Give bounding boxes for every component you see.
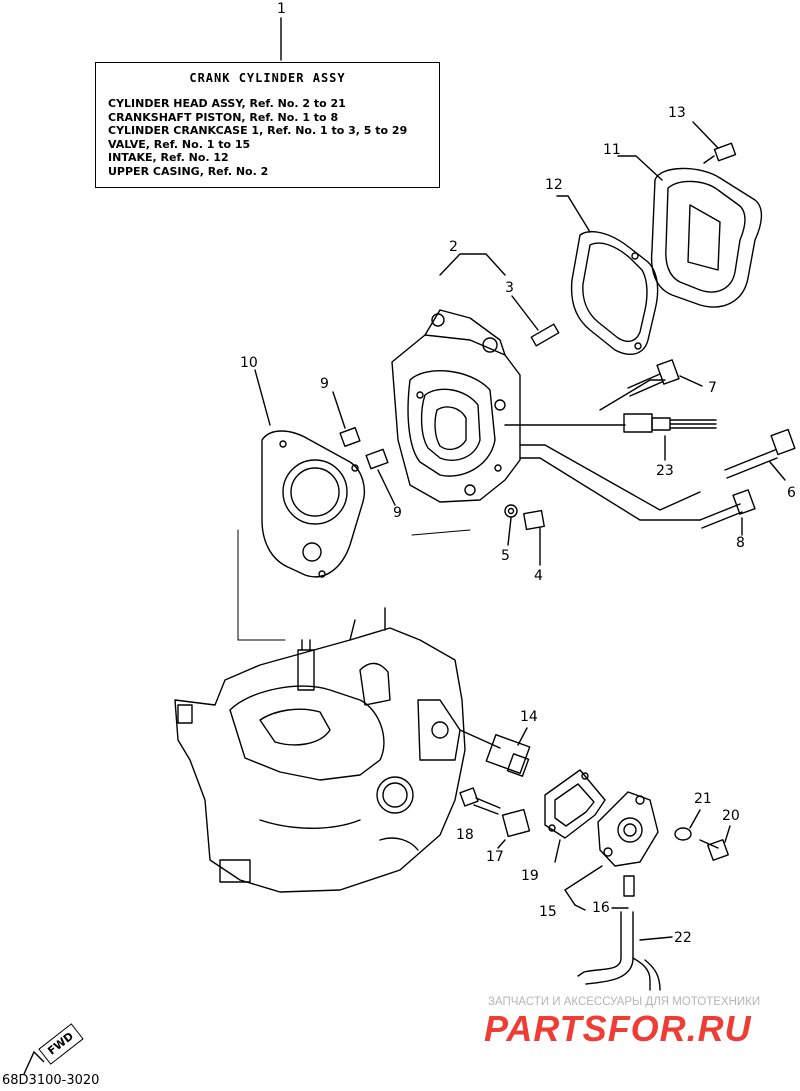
leader-2 xyxy=(439,253,506,276)
assembly-line: CYLINDER HEAD ASSY, Ref. No. 2 to 21 xyxy=(108,97,346,110)
assembly-title: CRANK CYLINDER ASSY xyxy=(189,71,346,85)
assembly-line: CRANKSHAFT PISTON, Ref. No. 1 to 8 xyxy=(108,110,339,124)
callout-14: 14 xyxy=(520,709,538,725)
callout-19: 19 xyxy=(521,868,539,884)
diagram-code: 68D3100-3020 xyxy=(2,1073,100,1088)
callout-9-lower: 9 xyxy=(393,505,402,521)
callout-8: 8 xyxy=(736,535,745,551)
part-11-cover xyxy=(617,155,763,308)
callout-21: 21 xyxy=(694,791,712,807)
part-19-gasket xyxy=(544,769,606,863)
callout-22: 22 xyxy=(674,930,692,946)
part-9-dowel-upper xyxy=(332,391,361,448)
part-2-cylinder-head xyxy=(391,309,521,503)
part-15-pump-body xyxy=(564,791,659,911)
callout-16: 16 xyxy=(592,900,610,916)
part-16-fitting xyxy=(611,875,635,909)
assembly-line: UPPER CASING, Ref. No. 2 xyxy=(108,164,269,178)
callout-20: 20 xyxy=(722,808,740,824)
part-23-spark-plug xyxy=(504,413,717,461)
watermark-tagline: ЗАПЧАСТИ И АКСЕССУАРЫ ДЛЯ МОТОТЕХНИКИ xyxy=(488,996,761,1008)
part-3-dowel xyxy=(530,323,560,347)
callout-13: 13 xyxy=(668,105,686,121)
callout-7: 7 xyxy=(708,380,717,396)
assembly-line: CYLINDER CRANKCASE 1, Ref. No. 1 to 3, 5… xyxy=(108,124,408,138)
part-8-bolt xyxy=(519,457,756,536)
part-7-bolt xyxy=(599,359,703,411)
part-18-bolt xyxy=(459,787,501,815)
callout-6: 6 xyxy=(787,485,796,501)
callout-15: 15 xyxy=(539,904,557,920)
crankcase-block xyxy=(174,607,466,893)
callout-1: 1 xyxy=(277,1,286,17)
part-14-valve xyxy=(459,727,531,777)
assembly-line: INTAKE, Ref. No. 12 xyxy=(108,151,229,165)
part-13-bolt xyxy=(692,121,737,164)
part-5-washer xyxy=(504,504,518,546)
callout-23: 23 xyxy=(656,463,674,479)
callout-5: 5 xyxy=(501,548,510,564)
part-4-bolt xyxy=(523,509,545,566)
fwd-arrow-shape xyxy=(23,1050,45,1075)
callout-2: 2 xyxy=(449,239,458,255)
callout-18: 18 xyxy=(456,827,474,843)
part-20-bolt xyxy=(699,825,731,861)
part-12-gasket xyxy=(556,195,659,356)
part-6-bolt xyxy=(519,428,796,511)
callout-11: 11 xyxy=(603,142,621,158)
callout-9-upper: 9 xyxy=(320,376,329,392)
alignment-guides xyxy=(237,529,286,641)
assembly-info-box: CRANK CYLINDER ASSY CYLINDER HEAD ASSY, … xyxy=(95,62,440,188)
part-22-hose xyxy=(577,911,673,991)
assembly-reference-list: CYLINDER HEAD ASSY, Ref. No. 2 to 21 CRA… xyxy=(108,97,407,179)
leader-3 xyxy=(511,295,539,331)
callout-12: 12 xyxy=(545,177,563,193)
callout-17: 17 xyxy=(486,849,504,865)
watermark-logo: PARTSFOR.RU xyxy=(484,1008,752,1049)
part-10-head-gasket xyxy=(254,369,366,578)
part-17-plug xyxy=(497,808,531,849)
callout-3: 3 xyxy=(505,280,514,296)
part-9-dowel-lower xyxy=(365,448,396,506)
callout-10: 10 xyxy=(240,355,258,371)
part-21-washer xyxy=(674,809,701,841)
assembly-line: VALVE, Ref. No. 1 to 15 xyxy=(108,137,251,151)
callout-4: 4 xyxy=(534,568,543,584)
